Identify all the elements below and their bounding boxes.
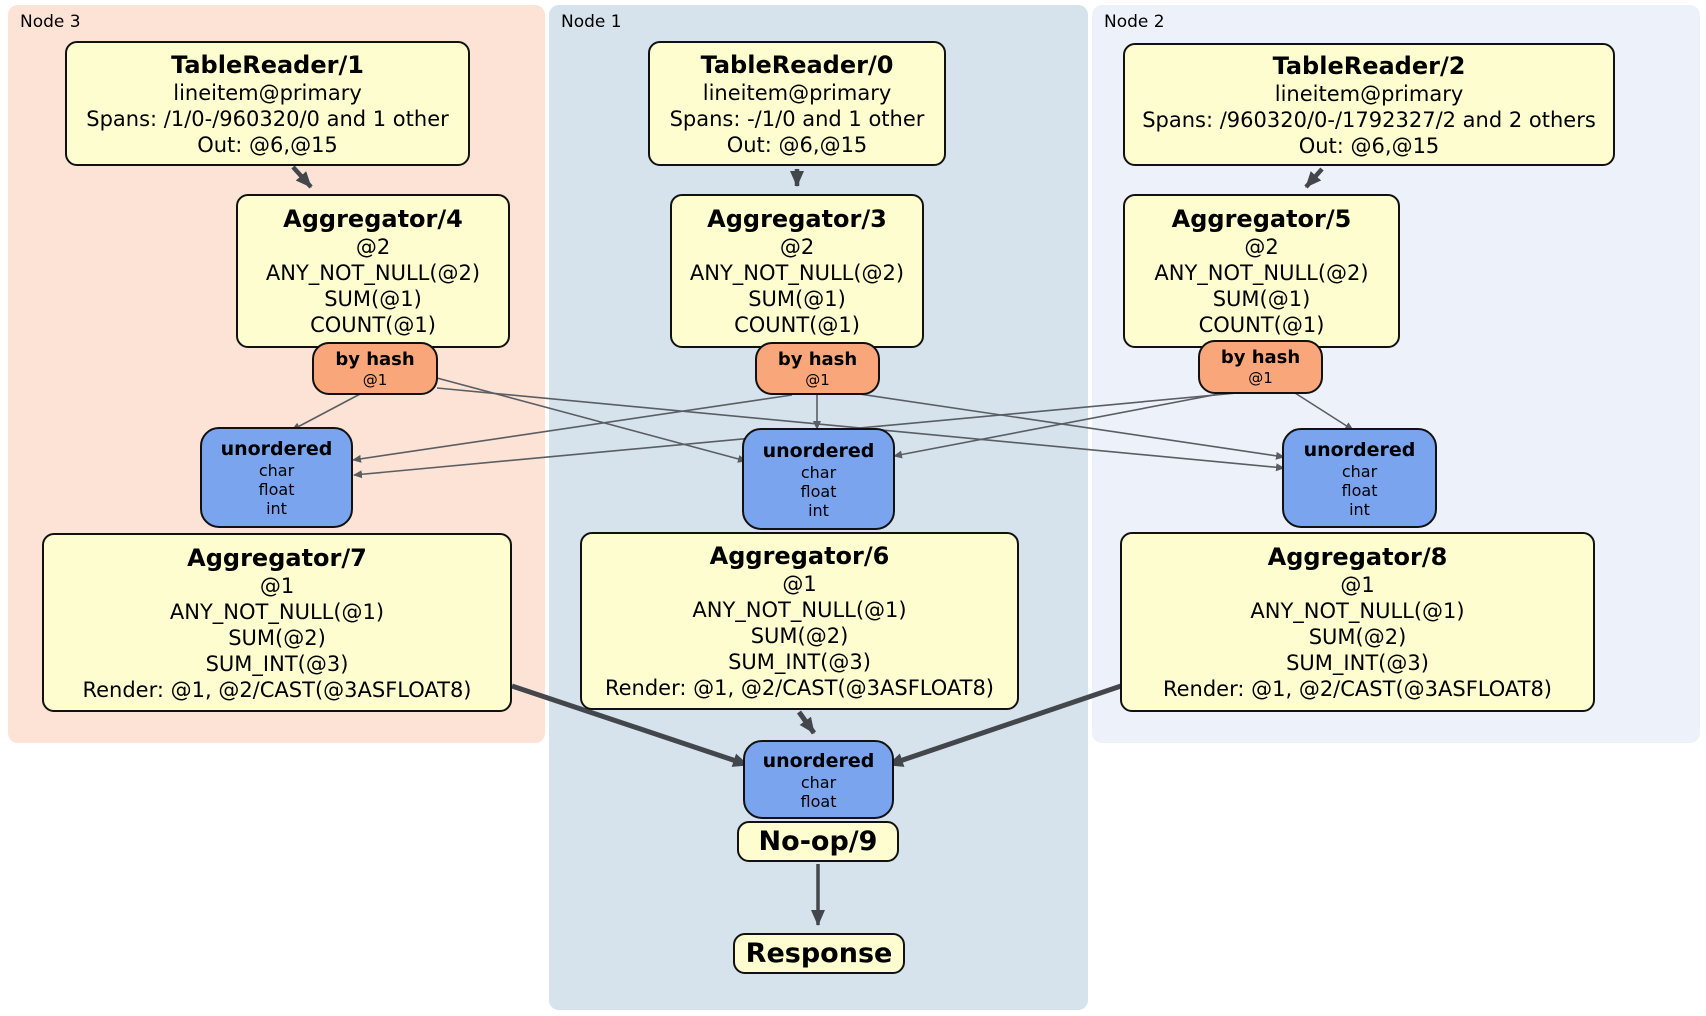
processor-detail: Render: @1, @2/CAST(@3ASFLOAT8) [82, 677, 472, 702]
processor-aggregator-3: Aggregator/3 @2 ANY_NOT_NULL(@2) SUM(@1)… [670, 194, 924, 348]
processor-aggregator-7: Aggregator/7 @1 ANY_NOT_NULL(@1) SUM(@2)… [42, 533, 512, 712]
processor-detail: SUM_INT(@3) [728, 650, 871, 674]
processor-aggregator-6: Aggregator/6 @1 ANY_NOT_NULL(@1) SUM(@2)… [580, 532, 1019, 710]
sync-detail: float [1341, 480, 1378, 500]
sync-detail: float [800, 791, 837, 811]
processor-detail: Spans: -/1/0 and 1 other [669, 106, 925, 131]
region-label-node-1: Node 1 [561, 12, 622, 32]
processor-table-reader-1: TableReader/1 lineitem@primary Spans: /1… [65, 41, 470, 166]
sync-unordered-node-3: unordered char float int [200, 427, 353, 528]
processor-title: TableReader/1 [171, 50, 364, 79]
processor-detail: @1 [782, 572, 817, 596]
sync-detail: char [800, 462, 837, 482]
processor-detail: @1 [259, 573, 295, 598]
sync-detail: char [1341, 461, 1378, 481]
sync-unordered-node-1: unordered char float int [742, 428, 895, 530]
sync-title: unordered [220, 438, 333, 460]
sync-title: unordered [762, 439, 875, 462]
processor-detail: Out: @6,@15 [197, 132, 338, 157]
router-by-hash-node-3: by hash @1 [312, 342, 438, 395]
processor-detail: @2 [355, 235, 391, 259]
processor-title: TableReader/0 [700, 50, 894, 79]
processor-detail: ANY_NOT_NULL(@1) [1250, 599, 1465, 623]
router-detail: @1 [805, 370, 830, 389]
processor-detail: SUM(@1) [748, 287, 846, 311]
router-by-hash-node-1: by hash @1 [755, 342, 880, 395]
processor-detail: lineitem@primary [173, 80, 362, 105]
processor-detail: @2 [1244, 235, 1279, 259]
processor-aggregator-5: Aggregator/5 @2 ANY_NOT_NULL(@2) SUM(@1)… [1123, 194, 1400, 348]
sync-title: unordered [762, 749, 875, 772]
processor-detail: Render: @1, @2/CAST(@3ASFLOAT8) [1162, 677, 1553, 701]
processor-detail: Out: @6,@15 [1298, 133, 1440, 158]
router-title: by hash [1220, 347, 1301, 368]
processor-detail: Spans: /960320/0-/1792327/2 and 2 others [1142, 107, 1596, 132]
processor-table-reader-2: TableReader/2 lineitem@primary Spans: /9… [1123, 43, 1615, 166]
router-detail: @1 [362, 370, 388, 389]
processor-detail: SUM_INT(@3) [1286, 651, 1429, 675]
sync-title: unordered [1303, 438, 1416, 461]
processor-detail: lineitem@primary [702, 80, 892, 105]
processor-detail: SUM(@2) [750, 624, 849, 648]
processor-detail: ANY_NOT_NULL(@2) [1154, 261, 1369, 285]
processor-response: Response [733, 933, 905, 974]
processor-aggregator-8: Aggregator/8 @1 ANY_NOT_NULL(@1) SUM(@2)… [1120, 532, 1595, 712]
sync-detail: int [808, 500, 829, 520]
sync-detail: int [266, 499, 287, 518]
processor-detail: Out: @6,@15 [726, 132, 868, 157]
region-label-node-2: Node 2 [1104, 12, 1165, 32]
processor-detail: Render: @1, @2/CAST(@3ASFLOAT8) [604, 676, 995, 700]
processor-detail: SUM(@1) [1212, 287, 1311, 311]
region-label-node-3: Node 3 [20, 12, 81, 32]
processor-detail: @1 [1340, 573, 1375, 597]
arrow-edges [291, 165, 1324, 926]
sync-detail: float [258, 480, 295, 499]
processor-detail: ANY_NOT_NULL(@1) [169, 599, 385, 624]
processor-detail: lineitem@primary [1274, 81, 1464, 106]
sync-detail: char [258, 461, 295, 480]
processor-title: No-op/9 [758, 825, 878, 857]
processor-detail: COUNT(@1) [734, 313, 860, 337]
processor-detail: SUM_INT(@3) [205, 651, 349, 676]
processor-detail: ANY_NOT_NULL(@2) [265, 261, 481, 285]
processor-aggregator-4: Aggregator/4 @2 ANY_NOT_NULL(@2) SUM(@1)… [236, 194, 510, 348]
router-title: by hash [335, 348, 415, 370]
sync-detail: int [1349, 499, 1370, 519]
processor-title: Aggregator/6 [709, 542, 890, 570]
processor-detail: SUM(@2) [1308, 625, 1407, 649]
processor-detail: @2 [779, 235, 815, 259]
processor-no-op-9: No-op/9 [737, 821, 899, 862]
sync-detail: char [800, 772, 837, 792]
processor-title: Aggregator/8 [1267, 543, 1448, 571]
sync-unordered-node-2: unordered char float int [1282, 428, 1437, 528]
processor-title: Aggregator/7 [187, 543, 367, 572]
processor-title: TableReader/2 [1272, 51, 1466, 80]
processor-detail: Spans: /1/0-/960320/0 and 1 other [86, 106, 449, 131]
processor-detail: COUNT(@1) [1198, 313, 1325, 337]
processor-title: Aggregator/3 [707, 205, 887, 233]
processor-table-reader-0: TableReader/0 lineitem@primary Spans: -/… [648, 41, 946, 166]
sync-detail: float [800, 481, 837, 501]
processor-detail: ANY_NOT_NULL(@2) [689, 261, 905, 285]
router-by-hash-node-2: by hash @1 [1198, 340, 1323, 394]
processor-title: Aggregator/5 [1171, 205, 1352, 233]
router-detail: @1 [1248, 369, 1273, 387]
processor-detail: SUM(@2) [228, 625, 326, 650]
sync-unordered-final: unordered char float [743, 740, 894, 819]
processor-title: Response [745, 937, 893, 969]
processor-detail: SUM(@1) [324, 287, 422, 311]
processor-detail: COUNT(@1) [310, 313, 436, 337]
processor-title: Aggregator/4 [283, 205, 463, 233]
router-title: by hash [777, 348, 858, 370]
processor-detail: ANY_NOT_NULL(@1) [692, 598, 907, 622]
